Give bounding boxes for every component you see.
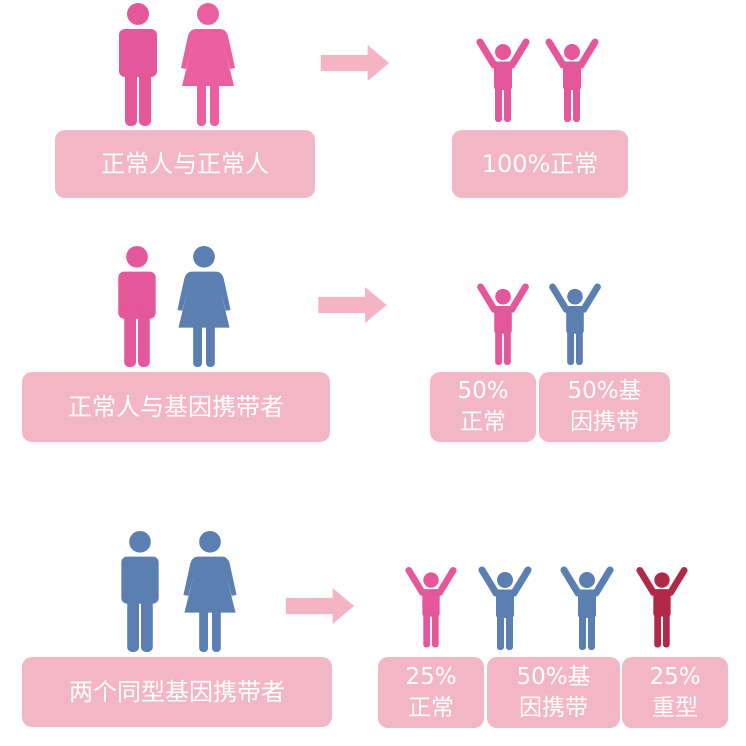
- parents-label: 正常人与基因携带者: [22, 372, 330, 442]
- result-percent: 25%: [405, 663, 457, 690]
- result-percent: 50%基: [516, 663, 591, 690]
- result-label: 25% 正常: [378, 657, 484, 728]
- result-percent: 50%基: [567, 378, 642, 404]
- woman-icon: [181, 530, 239, 652]
- child-normal-icon: [476, 283, 530, 365]
- child-carrier-icon: [560, 566, 614, 650]
- child-carrier-icon: [548, 283, 602, 365]
- result-label: 100%正常: [452, 130, 628, 198]
- child-normal-icon: [405, 566, 457, 648]
- child-severe-icon: [636, 566, 688, 648]
- child-normal-icon: [545, 38, 599, 122]
- arrow-icon: [318, 45, 392, 81]
- result-label: 50%基 因携带: [487, 657, 620, 728]
- woman-icon: [180, 2, 236, 126]
- man-icon: [113, 2, 163, 126]
- arrow-icon: [315, 287, 390, 323]
- result-label: 25% 重型: [622, 657, 728, 728]
- result-type: 正常: [408, 694, 454, 721]
- result-type: 正常: [460, 409, 506, 435]
- parents-label: 正常人与正常人: [55, 130, 315, 198]
- child-normal-icon: [476, 38, 530, 122]
- woman-icon: [175, 245, 233, 367]
- result-percent: 25%: [649, 663, 701, 690]
- result-type: 因携带: [570, 409, 639, 435]
- result-label: 50% 正常: [430, 372, 536, 442]
- man-icon: [114, 530, 166, 652]
- result-type: 因携带: [519, 694, 588, 721]
- result-percent: 50%: [457, 378, 509, 404]
- man-icon: [112, 245, 162, 367]
- result-type: 重型: [652, 694, 698, 721]
- parents-label: 两个同型基因携带者: [22, 657, 332, 727]
- arrow-icon: [282, 588, 358, 624]
- child-carrier-icon: [478, 566, 532, 650]
- result-label: 50%基 因携带: [539, 372, 670, 442]
